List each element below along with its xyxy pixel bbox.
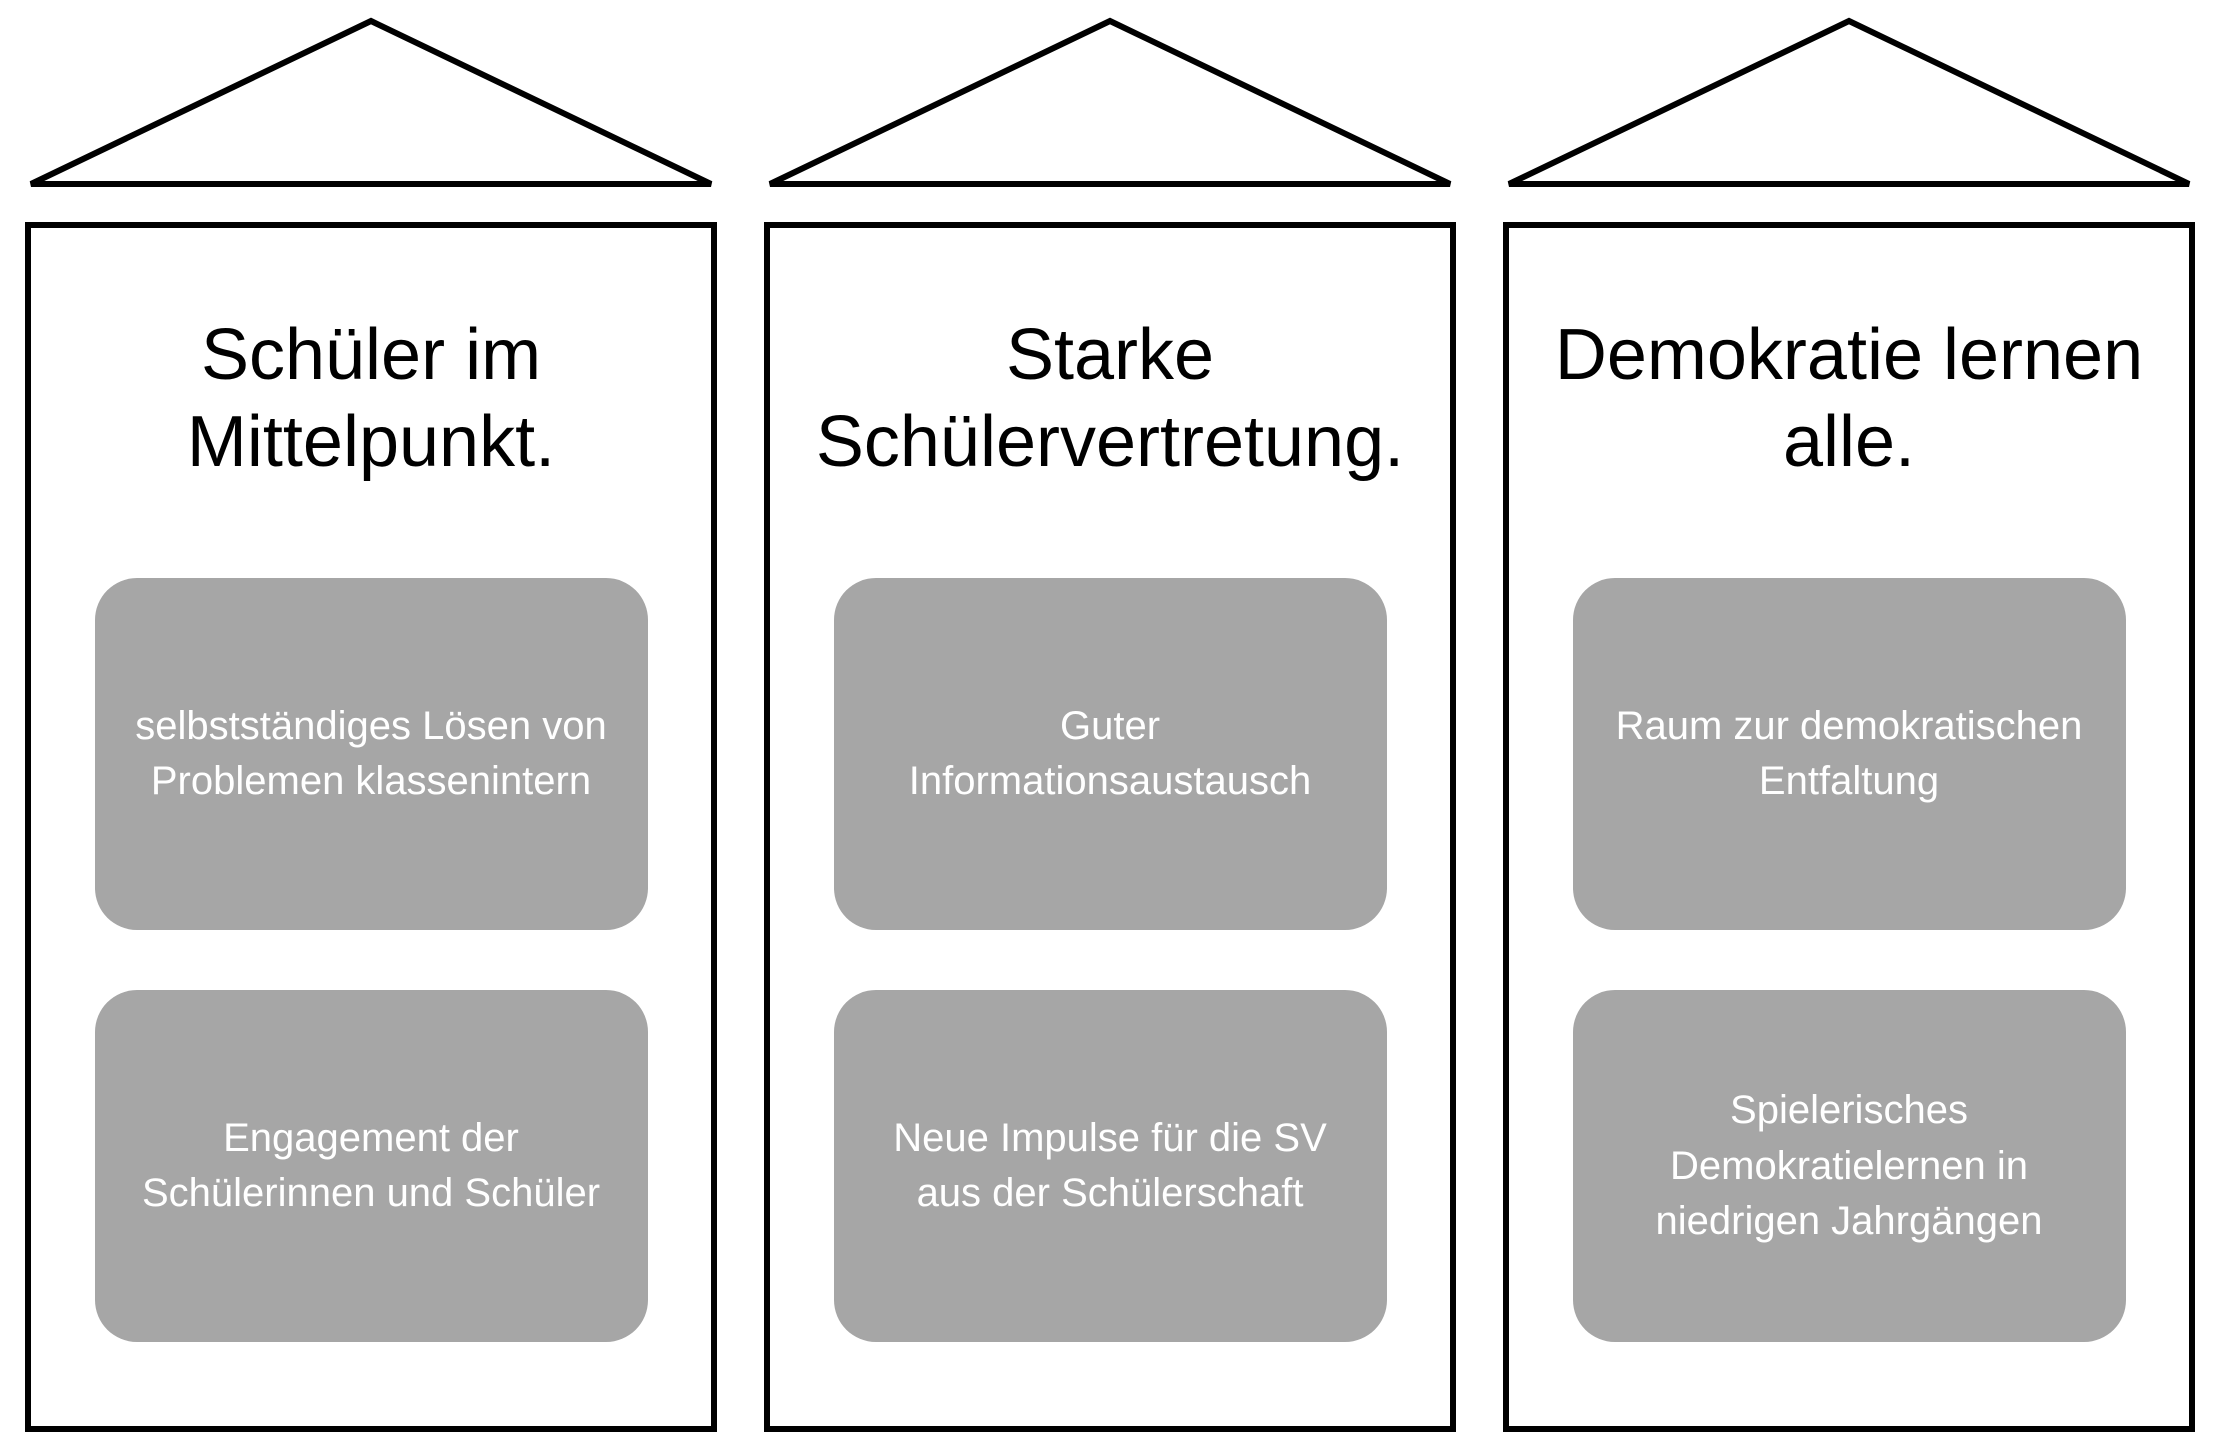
house-3-box-2: Spielerisches Demokratielernen in niedri… (1572, 990, 2126, 1343)
house-3-body: Demokratie lernen alle. Raum zur demokra… (1503, 222, 2195, 1432)
house-3-box-1-text: Raum zur demokratischen Entfaltung (1615, 704, 2083, 804)
house-2-body: Starke Schülervertretung. Guter Informat… (764, 222, 1456, 1432)
house-1: Schüler im Mittelpunkt. selbstständiges … (25, 0, 717, 1432)
house-1-body: Schüler im Mittelpunkt. selbstständiges … (25, 222, 717, 1432)
house-2-box-1: Guter Informationsaustausch (833, 578, 1387, 931)
house-3: Demokratie lernen alle. Raum zur demokra… (1503, 0, 2195, 1432)
house-2-roof-triangle-icon (768, 17, 1452, 187)
house-2-box-1-text: Guter Informationsaustausch (908, 704, 1312, 804)
house-2-box-2: Neue Impulse für die SV aus der Schülers… (833, 990, 1387, 1343)
house-3-box-2-text: Spielerisches Demokratielernen in niedri… (1655, 1088, 2043, 1243)
house-1-roof-triangle-icon (29, 17, 713, 187)
house-1-title: Schüler im Mittelpunkt. (186, 315, 556, 483)
house-1-box-2-text: Engagement der Schülerinnen und Schüler (141, 1116, 601, 1216)
house-2-box-2-text: Neue Impulse für die SV aus der Schülers… (893, 1116, 1327, 1216)
house-3-roof-triangle-icon (1507, 17, 2191, 187)
house-2: Starke Schülervertretung. Guter Informat… (764, 0, 1456, 1432)
house-1-box-1-text: selbstständiges Lösen von Problemen klas… (135, 704, 607, 804)
house-3-title: Demokratie lernen alle. (1554, 315, 2144, 483)
house-1-box-2: Engagement der Schülerinnen und Schüler (94, 990, 648, 1343)
house-3-box-1: Raum zur demokratischen Entfaltung (1572, 578, 2126, 931)
house-2-title: Starke Schülervertretung. (815, 315, 1405, 483)
house-1-box-1: selbstständiges Lösen von Problemen klas… (94, 578, 648, 931)
